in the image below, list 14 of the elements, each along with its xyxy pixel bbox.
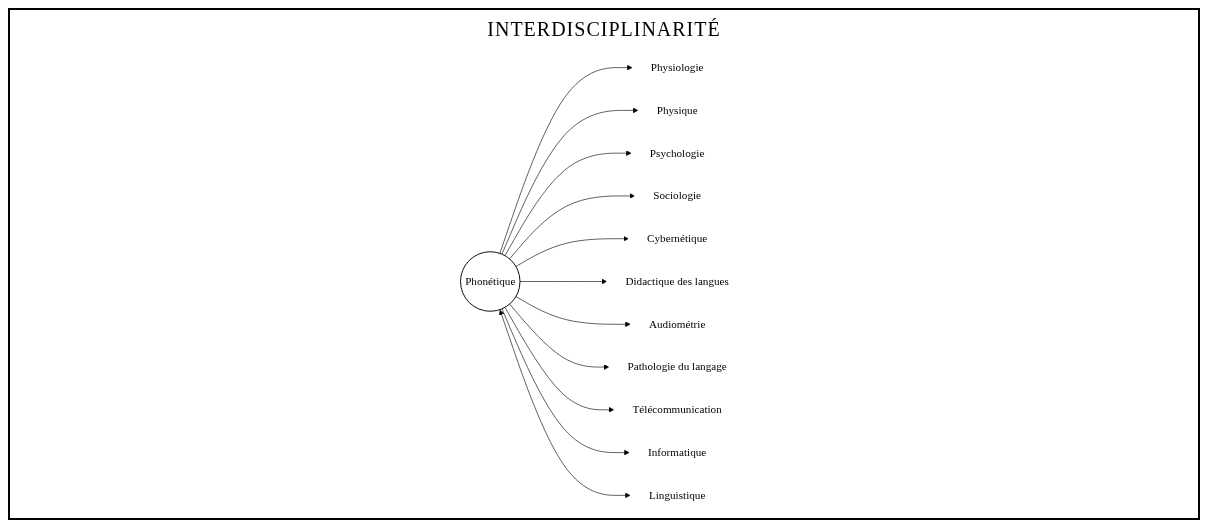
node-text: Physiologie [650,61,704,74]
node-text: Psychologie [649,146,705,160]
diagram-title: INTERDISCIPLINARITÉ [487,18,721,41]
node-text: Cybernétique [647,232,708,245]
node-text: Informatique [648,446,707,459]
node-circle [460,251,521,312]
node-text: Physique [656,103,698,117]
node-text: Linguistique [648,488,706,502]
node-text: Pathologie du langage [627,360,727,373]
diagram-frame: INTERDISCIPLINARITÉ Phonétique Physiologie Physique Psychologie Sociologie Cybernétique Didactique des langues Audiométrie Pathologie du langage Télécommunication Informatique Linguistique [8,8,1200,520]
node-text: Didactique des langues [625,274,729,288]
node-text: Audiométrie [648,317,706,331]
node-text: Sociologie [653,189,702,202]
node-text: Télécommunication [632,403,722,416]
